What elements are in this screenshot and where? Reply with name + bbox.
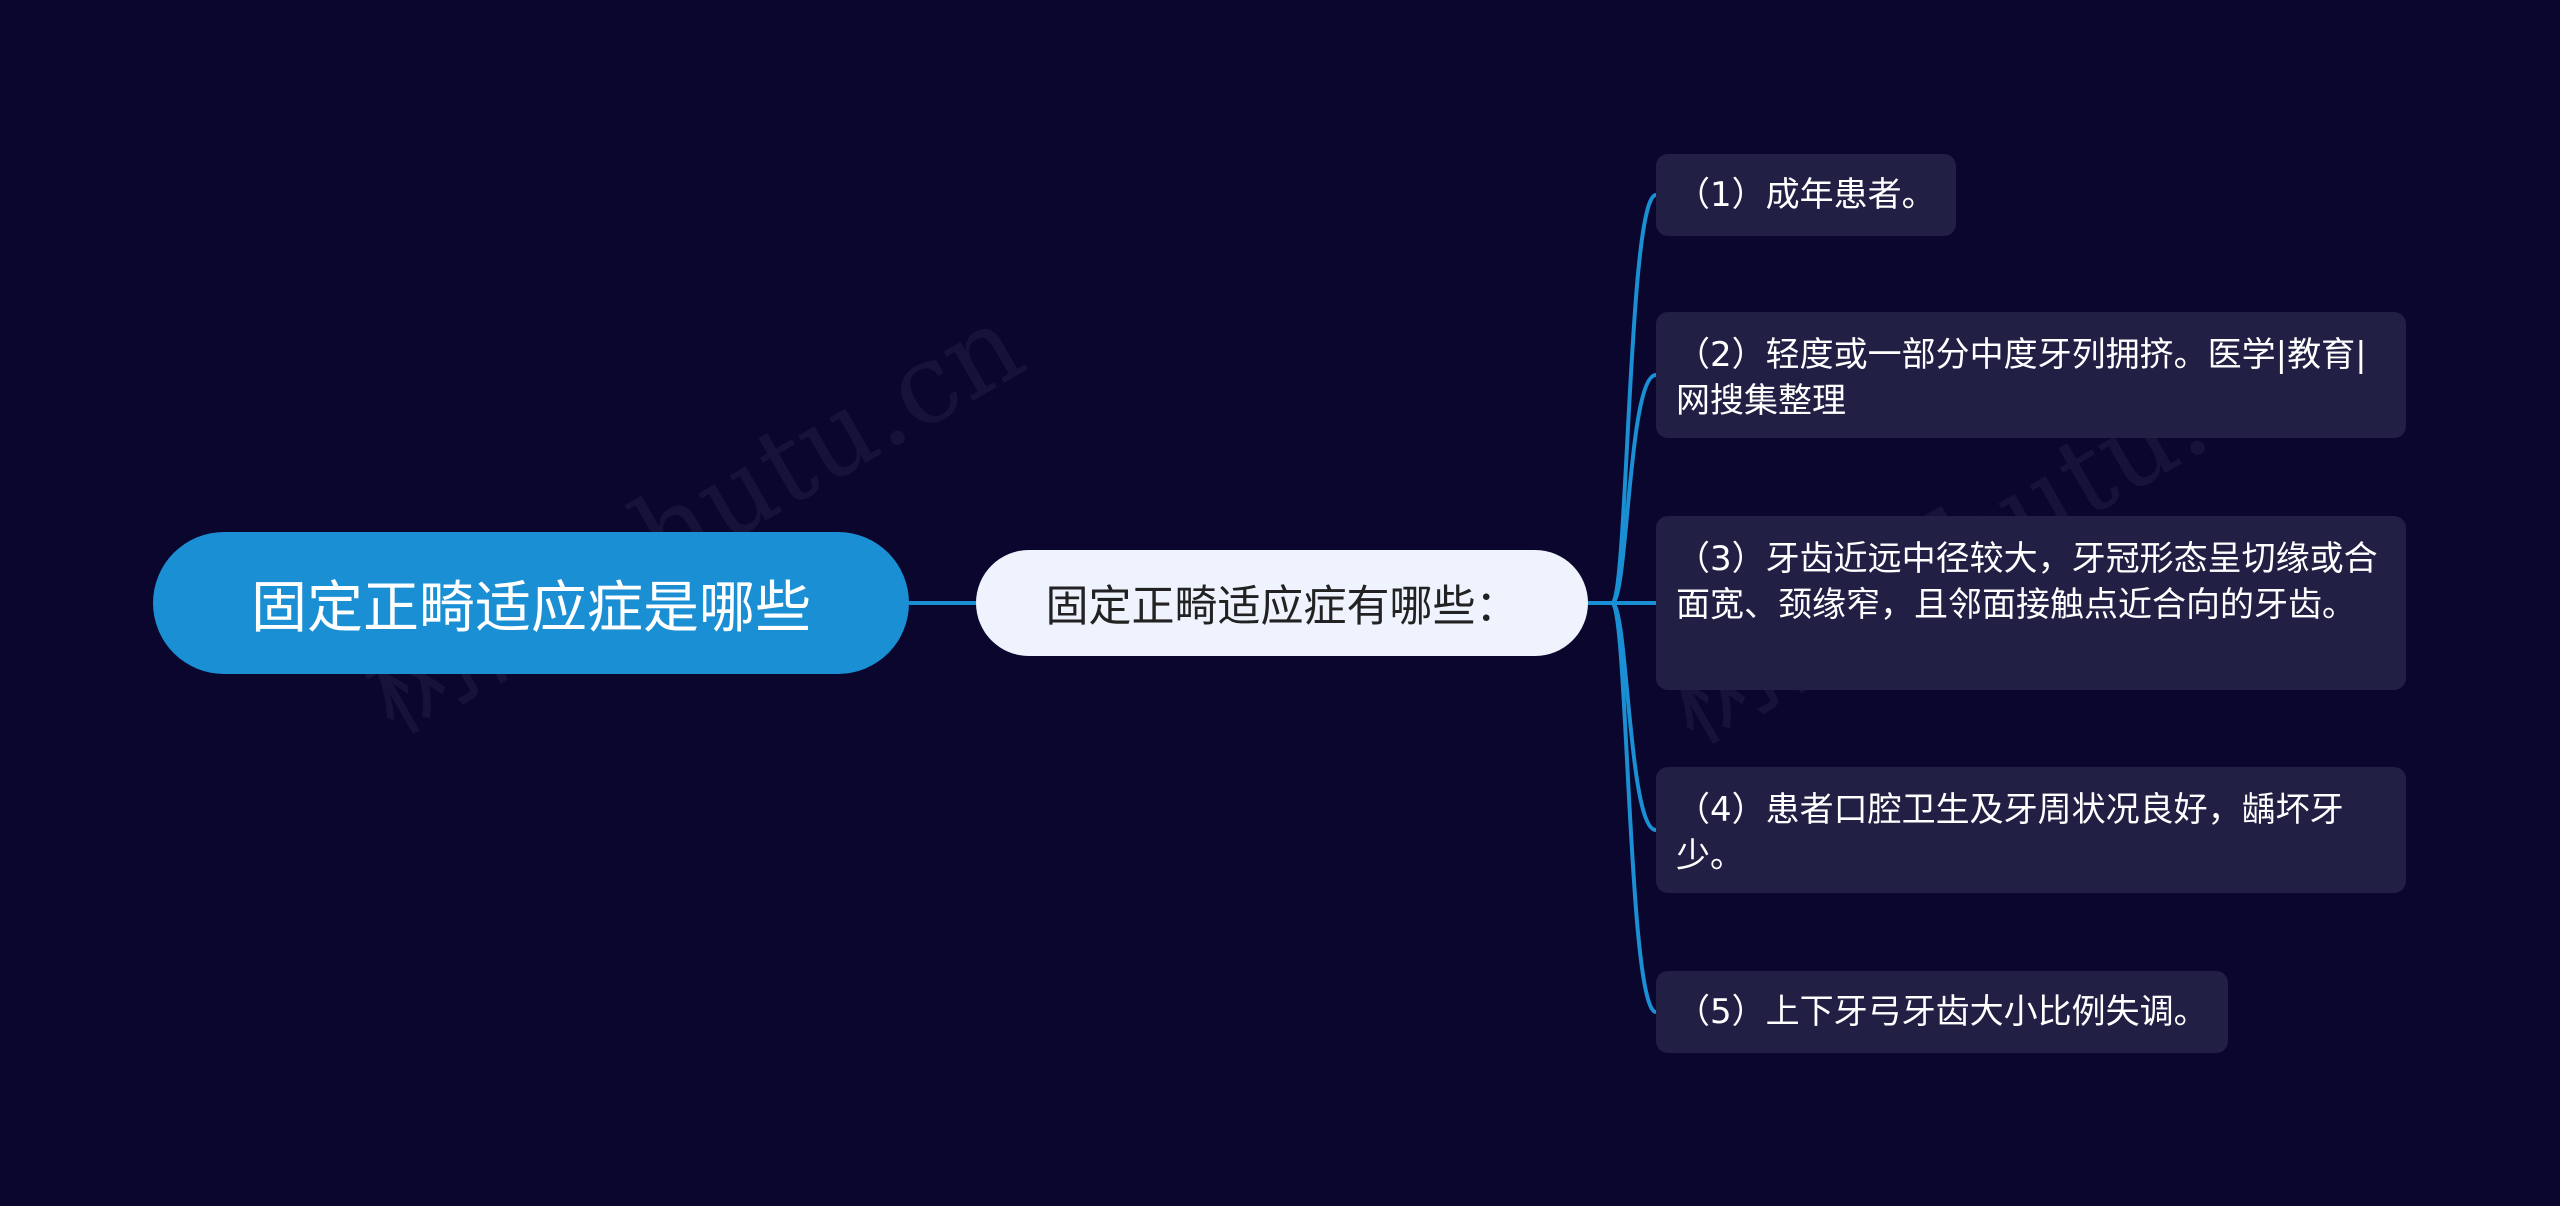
leaf-label: （5）上下牙弓牙齿大小比例失调。 (1676, 992, 2208, 1032)
leaf-node-4[interactable]: （4）患者口腔卫生及牙周状况良好，龋坏牙少。 (1656, 767, 2406, 893)
leaf-label: （4）患者口腔卫生及牙周状况良好，龋坏牙少。 (1676, 790, 2344, 876)
root-topic-label: 固定正畸适应症是哪些 (251, 575, 811, 641)
branch-topic-node[interactable]: 固定正畸适应症有哪些： (976, 550, 1588, 656)
leaf-node-1[interactable]: （1）成年患者。 (1656, 154, 1956, 236)
leaf-5-connector (1610, 601, 1658, 1014)
leaf-label: （3）牙齿近远中径较大，牙冠形态呈切缘或合面宽、颈缘窄，且邻面接触点近合向的牙齿… (1676, 539, 2378, 625)
leaf-1-connector (1610, 193, 1658, 605)
leaf-label: （1）成年患者。 (1676, 175, 1936, 215)
leaf-node-5[interactable]: （5）上下牙弓牙齿大小比例失调。 (1656, 971, 2228, 1053)
leaf-label: （2）轻度或一部分中度牙列拥挤。医学|教育|网搜集整理 (1676, 335, 2367, 421)
branch-topic-label: 固定正畸适应症有哪些： (1045, 582, 1519, 632)
root-topic-node[interactable]: 固定正畸适应症是哪些 (153, 532, 909, 674)
leaf-node-3[interactable]: （3）牙齿近远中径较大，牙冠形态呈切缘或合面宽、颈缘窄，且邻面接触点近合向的牙齿… (1656, 516, 2406, 690)
leaf-2-connector (1610, 373, 1657, 605)
leaf-node-2[interactable]: （2）轻度或一部分中度牙列拥挤。医学|教育|网搜集整理 (1656, 312, 2406, 438)
